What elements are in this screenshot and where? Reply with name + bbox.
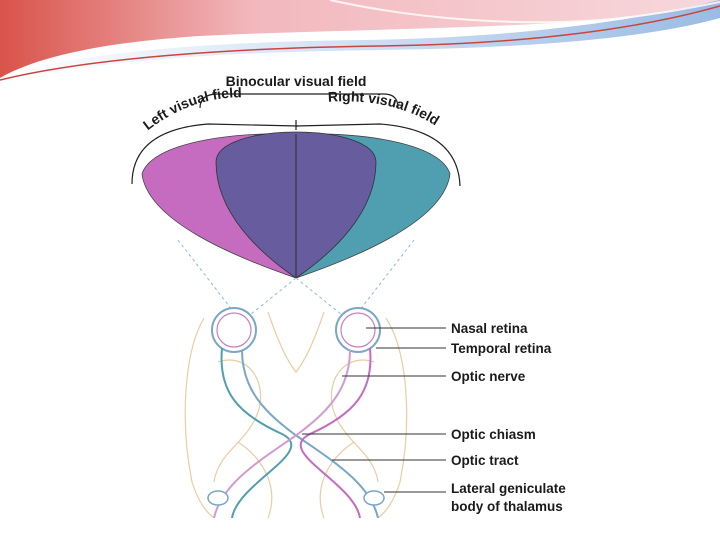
callout-optic-tract: Optic tract xyxy=(451,453,519,468)
header-swoosh-decoration xyxy=(0,0,720,84)
visual-pathway-diagram: Binocular visual field Left visual field… xyxy=(131,73,566,518)
callout-lateral-geniculate-line1: Lateral geniculate xyxy=(451,481,566,496)
callout-optic-chiasm: Optic chiasm xyxy=(451,427,536,442)
callout-leaders xyxy=(302,327,446,493)
right-eye xyxy=(335,307,381,353)
binocular-field-label: Binocular visual field xyxy=(226,73,367,89)
callout-temporal-retina: Temporal retina xyxy=(451,341,552,356)
right-field-bracket xyxy=(295,123,461,187)
lateral-geniculate-right xyxy=(363,490,385,506)
callout-labels: Nasal retina Temporal retina Optic nerve… xyxy=(451,321,566,514)
optic-pathways xyxy=(213,347,379,518)
callout-optic-nerve: Optic nerve xyxy=(451,369,526,384)
lateral-geniculate-left xyxy=(207,490,229,506)
binocular-field-bracket xyxy=(199,93,399,109)
callout-nasal-retina: Nasal retina xyxy=(451,321,528,336)
left-field-bracket xyxy=(131,123,299,185)
callout-lateral-geniculate-line2: body of thalamus xyxy=(451,499,563,514)
right-field-label: Right visual field xyxy=(328,88,443,128)
left-eye xyxy=(211,307,257,353)
